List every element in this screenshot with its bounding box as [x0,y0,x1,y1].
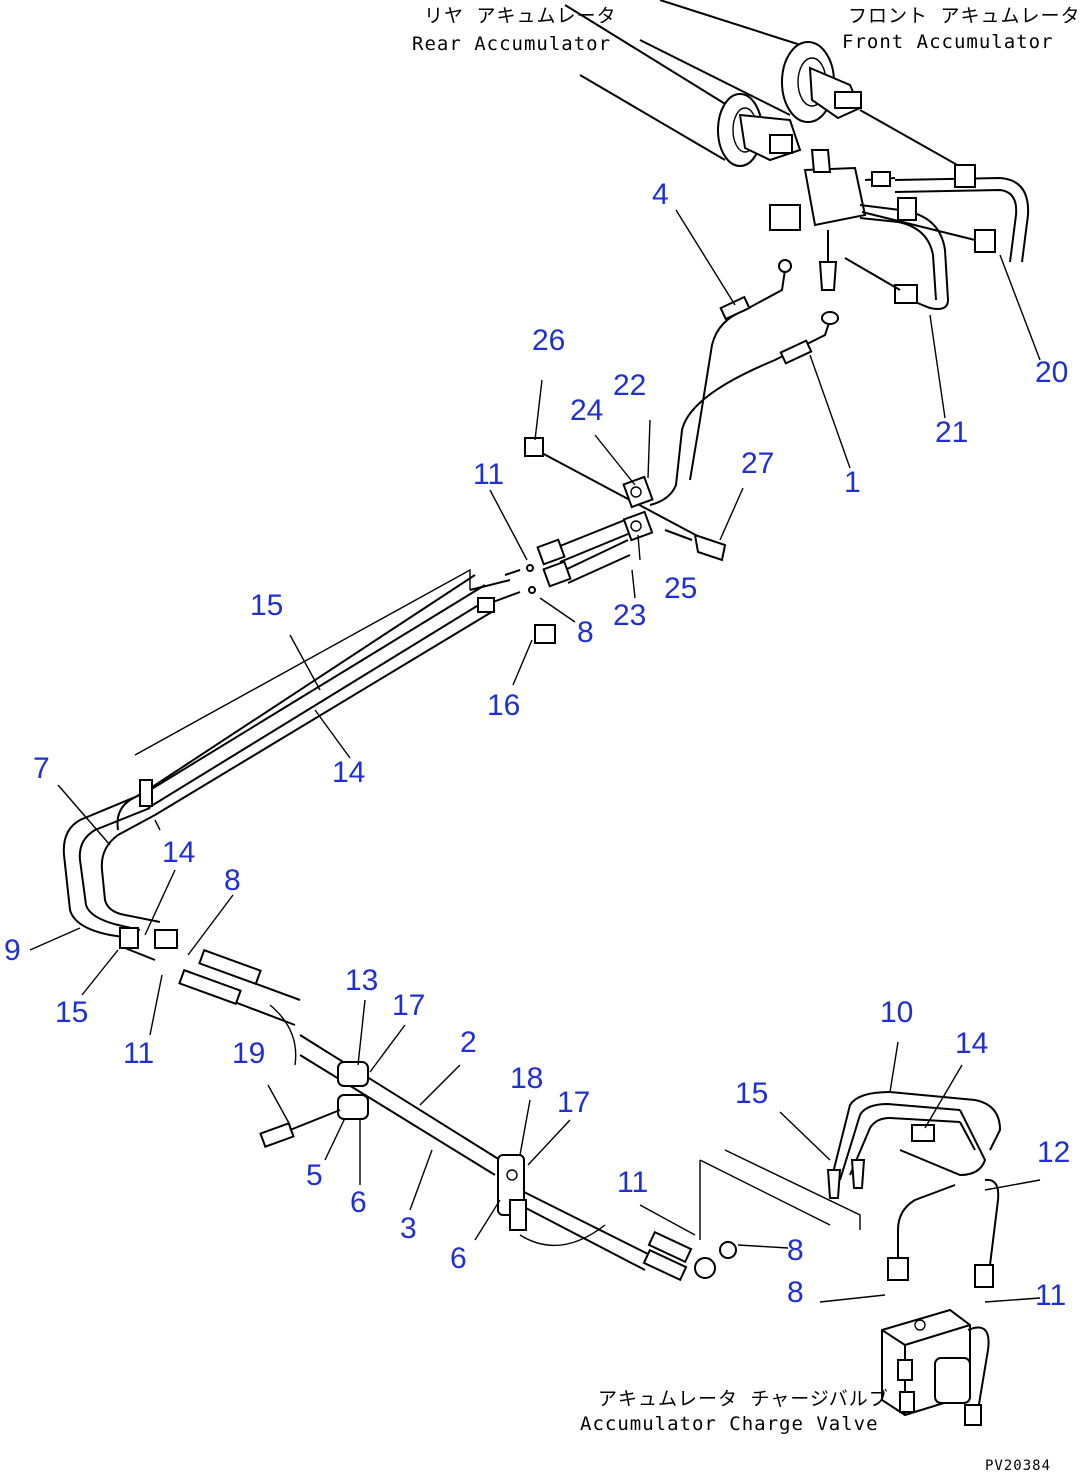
part-label-8: 8 [787,1276,804,1309]
long-tubes-upper [134,564,556,831]
accumulator-valve-block [769,149,896,291]
pipe-4 [689,259,792,481]
caption-rear-en: Rear Accumulator [412,33,611,55]
part-label-25: 25 [664,572,697,605]
part-label-15: 15 [55,996,88,1029]
part-label-11: 11 [1035,1279,1066,1312]
hose-end-23 [536,519,631,588]
part-label-6: 6 [350,1186,367,1219]
caption-charge-valve: アキュムレータ チャージバルブ Accumulator Charge Valve [580,1387,889,1435]
clamp-18 [497,1154,527,1231]
drawing-code: PV20384 [985,1458,1051,1474]
caption-front-en: Front Accumulator [842,31,1053,53]
part-label-19: 19 [232,1037,265,1070]
part-label-23: 23 [613,599,646,632]
part-label-22: 22 [613,369,646,402]
part-label-10: 10 [880,996,913,1029]
caption-rear-jp: リヤ アキュムレータ [424,5,616,27]
part-label-13: 13 [345,964,378,997]
tube-10-12 [699,1090,1002,1288]
caption-valve-en: Accumulator Charge Valve [580,1413,879,1435]
hose-21 [844,197,949,310]
part-label-14: 14 [955,1027,988,1060]
tube-7-9-bend [62,779,178,961]
part-label-8: 8 [787,1234,804,1267]
caption-front-accumulator: フロント アキュムレータ Front Accumulator [842,5,1080,53]
part-label-24: 24 [570,394,603,427]
part-label-1: 1 [844,466,861,499]
part-label-17: 17 [392,989,425,1022]
tube-2-3-run [178,948,737,1282]
part-label-15: 15 [250,589,283,622]
part-label-27: 27 [741,447,774,480]
part-label-8: 8 [577,616,594,649]
part-label-15: 15 [735,1077,768,1110]
clamp-22 [524,437,727,562]
part-label-7: 7 [33,752,50,785]
hose-20 [861,164,1030,263]
part-label-8: 8 [224,864,241,897]
part-label-26: 26 [532,324,565,357]
pipe-1 [649,311,839,506]
part-label-17: 17 [557,1086,590,1119]
part-label-18: 18 [510,1062,543,1095]
front-accumulator [639,0,976,176]
part-labels: 1 2 3 4 5 6 6 7 8 8 8 8 9 10 11 11 11 11… [4,178,1070,1312]
part-label-21: 21 [935,416,968,449]
accumulator-charge-valve [881,1308,990,1426]
part-label-11: 11 [617,1166,648,1199]
part-label-9: 9 [4,934,21,967]
clamp-13 [259,1061,369,1148]
part-label-4: 4 [652,178,669,211]
part-label-14: 14 [162,836,195,869]
part-label-2: 2 [460,1026,477,1059]
part-label-6: 6 [450,1242,467,1275]
part-label-12: 12 [1037,1136,1070,1169]
caption-valve-jp: アキュムレータ チャージバルブ [598,1387,889,1410]
caption-rear-accumulator: リヤ アキュムレータ Rear Accumulator [412,5,616,55]
part-label-5: 5 [306,1159,323,1192]
part-label-11: 11 [473,458,504,491]
part-label-11: 11 [123,1037,154,1070]
part-label-20: 20 [1035,356,1068,389]
rear-accumulator [564,4,802,167]
caption-front-jp: フロント アキュムレータ [848,5,1080,27]
part-label-16: 16 [487,689,520,722]
part-label-3: 3 [400,1212,417,1245]
part-label-14: 14 [332,756,365,789]
leader-lines [29,209,1041,1303]
